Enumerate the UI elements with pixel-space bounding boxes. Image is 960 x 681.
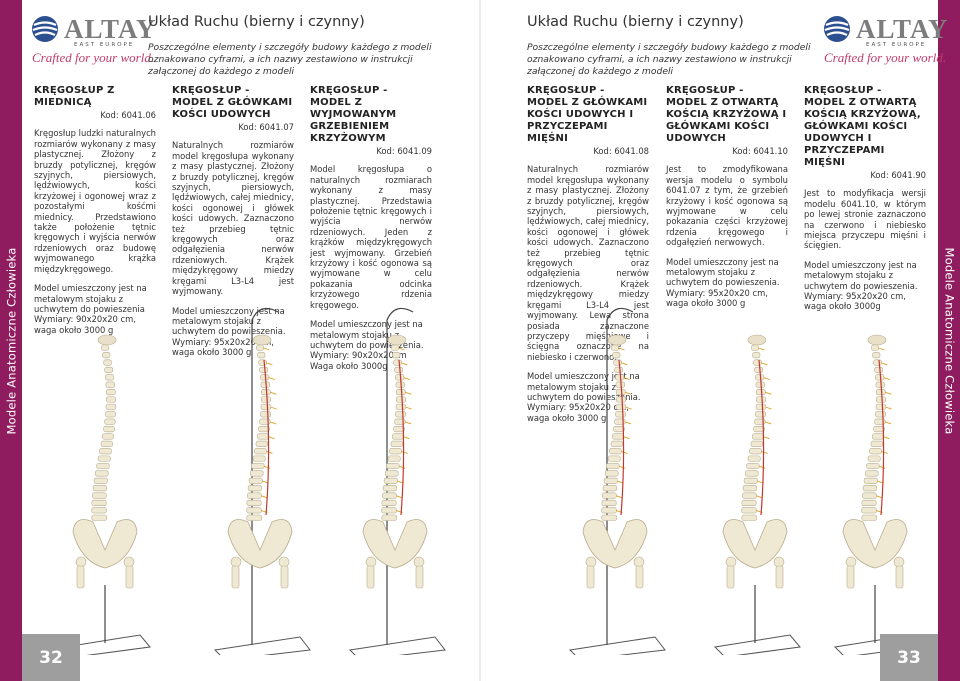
product-description: Kręgosłup ludzki naturalnych rozmiarów w… [34,128,156,274]
product-stand-note: Model umieszczony jest na metalowym stoj… [172,305,286,337]
product-dimensions: Wymiary: 90x20x20cm Waga około 3000g [310,350,407,371]
altay-logo-left: ALTAY EAST EUROPE Crafted for your world… [30,14,156,65]
side-strip-text: Modele Anatomiczne Człowieka [942,247,956,434]
product-6041-10: KRĘGOSŁUP - MODEL Z OTWARTĄ KOŚCIĄ KRZYŻ… [666,85,788,309]
spine-model-image [213,307,311,655]
side-strip-text: Modele Anatomiczne Człowieka [4,247,18,434]
product-6041-90: KRĘGOSŁUP - MODEL Z OTWARTĄ KOŚCIĄ KRZYŻ… [804,85,926,312]
globe-logo-icon [32,16,58,42]
page-number-left: 32 [22,634,80,681]
product-description: Naturalnych rozmiarów model kręgosłupa w… [172,140,294,297]
product-code: Kod: 6041.09 [376,146,432,156]
product-dimensions: Wymiary: 95x20x20 cm, waga około 3000g [804,291,906,312]
product-code: Kod: 6041.90 [870,170,926,180]
page-gutter [479,0,481,681]
product-title: KRĘGOSŁUP - MODEL Z OTWARTĄ KOŚCIĄ KRZYŻ… [666,85,787,144]
logo-subtitle: EAST EUROPE [866,42,927,48]
product-dimensions: Wymiary: 95x20x20 cm, waga około 3000 g [666,287,768,309]
product-code: Kod: 6041.06 [100,110,156,120]
product-6041-09: KRĘGOSŁUP - MODEL Z WYJMOWANYM GRZEBIENI… [310,85,432,371]
logo-brand: ALTAY [64,14,157,44]
page-subtitle-right: Poszczególne elementy i szczegóły budowy… [527,42,811,77]
product-description: Jest to modyfikacja wersji modelu 6041.1… [804,188,926,251]
logo-brand: ALTAY [856,14,949,44]
product-stand-note: Model umieszczony jest na metalowym stoj… [804,259,918,291]
product-stand-note: Model umieszczony jest na metalowym stoj… [34,283,147,314]
page-title-left: Układ Ruchu (bierny i czynny) [148,14,365,30]
side-strip-left: Modele Anatomiczne Człowieka [0,0,22,681]
product-code: Kod: 6041.07 [238,122,294,132]
logo-tagline: Crafted for your world. [824,50,947,65]
product-dimensions: Wymiary: 95x20x20 cm, waga około 3000 g [172,336,274,358]
product-6041-06: KRĘGOSŁUP Z MIEDNICĄ Kod: 6041.06 Kręgos… [34,85,156,335]
side-strip-right: Modele Anatomiczne Człowieka [938,0,960,681]
product-title: KRĘGOSŁUP - MODEL Z OTWARTĄ KOŚCIĄ KRZYŻ… [804,85,921,168]
product-code: Kod: 6041.08 [593,146,649,156]
spine-model-image [568,307,666,655]
page-title-right: Układ Ruchu (bierny i czynny) [527,14,744,30]
product-stand-note: Model umieszczony jest na metalowym stoj… [527,371,641,402]
product-description: Jest to zmodyfikowana wersja modelu o sy… [666,164,788,248]
spine-model-image [713,334,801,655]
page-number-right: 33 [880,634,938,681]
spine-model-image [63,334,151,655]
product-title: KRĘGOSŁUP - MODEL Z GŁÓWKAMI KOŚCI UDOWY… [172,85,293,120]
product-6041-07: KRĘGOSŁUP - MODEL Z GŁÓWKAMI KOŚCI UDOWY… [172,85,294,358]
product-stand-note: Model umieszczony jest na metalowym stoj… [310,319,424,350]
logo-subtitle: EAST EUROPE [74,42,135,48]
product-dimensions: Wymiary: 90x20x20 cm, waga około 3000 g [34,314,136,335]
spine-model-image [348,307,446,655]
product-title: KRĘGOSŁUP - MODEL Z GŁÓWKAMI KOŚCI UDOWY… [527,85,648,144]
product-dimensions: Wymiary: 95x20x20 cm, waga około 3000 g [527,402,629,423]
altay-logo-right: ALTAY EAST EUROPE Crafted for your world… [822,14,948,65]
product-title: KRĘGOSŁUP Z MIEDNICĄ [34,85,115,108]
product-description: Model kręgosłupa o naturalnych rozmiarac… [310,164,432,310]
product-title: KRĘGOSŁUP - MODEL Z WYJMOWANYM GRZEBIENI… [310,85,397,144]
page-subtitle-left: Poszczególne elementy i szczegóły budowy… [148,42,432,77]
logo-tagline: Crafted for your world. [32,50,155,65]
product-description: Naturalnych rozmiarów model kręgosłupa w… [527,164,649,362]
product-6041-08: KRĘGOSŁUP - MODEL Z GŁÓWKAMI KOŚCI UDOWY… [527,85,649,423]
spine-model-image [833,334,921,655]
globe-logo-icon [824,16,850,42]
product-code: Kod: 6041.10 [732,146,788,156]
product-stand-note: Model umieszczony jest na metalowym stoj… [666,256,780,288]
